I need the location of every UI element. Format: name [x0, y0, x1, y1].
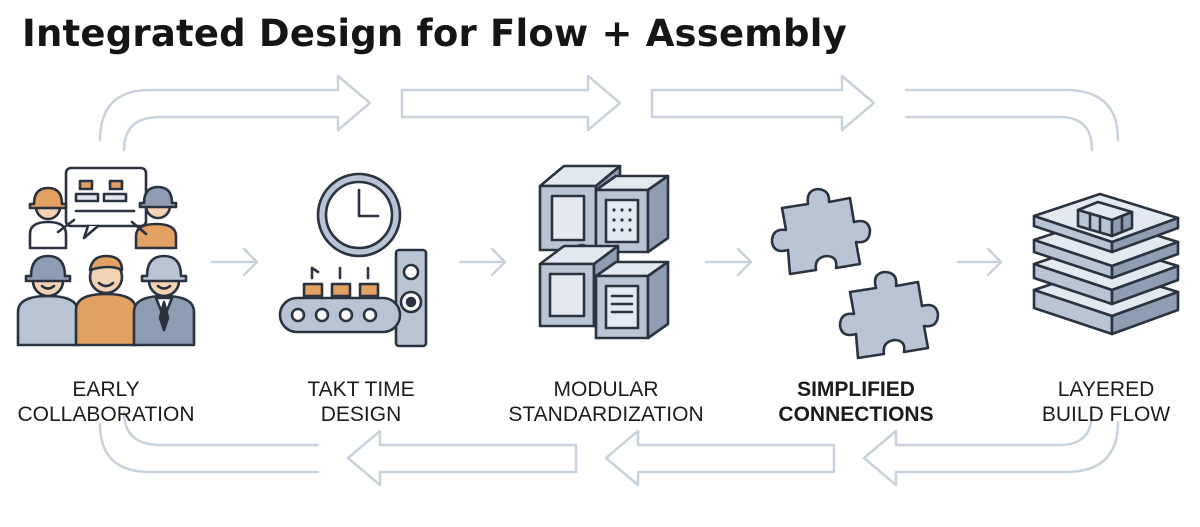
- step-label-early-collaboration: EARLY COLLABORATION: [18, 377, 195, 427]
- step-label-line2: COLLABORATION: [17, 403, 195, 426]
- page-title: Integrated Design for Flow + Assembly: [22, 12, 847, 55]
- step-label-line2: STANDARDIZATION: [508, 403, 704, 426]
- bottom-flow-arrows: [98, 410, 1120, 487]
- clock-conveyor-icon: [278, 172, 428, 348]
- step-label-line1: TAKT TIME: [307, 378, 415, 401]
- step-label-modular-standardization: MODULAR STANDARDIZATION: [508, 377, 703, 427]
- puzzle-pieces-icon: [770, 187, 940, 360]
- step-label-line2: DESIGN: [320, 403, 402, 426]
- step-label-line2: CONNECTIONS: [778, 403, 934, 426]
- step-label-line2: BUILD FLOW: [1041, 403, 1171, 426]
- team-collaboration-icon: [16, 166, 196, 347]
- top-flow-arrows: [98, 74, 1120, 152]
- layered-slabs-icon: [1032, 192, 1180, 336]
- step-label-line1: SIMPLIFIED: [797, 378, 915, 401]
- step-label-simplified-connections: SIMPLIFIED CONNECTIONS: [778, 377, 933, 427]
- step-label-line1: EARLY: [72, 378, 140, 401]
- step-label-line1: MODULAR: [553, 378, 659, 401]
- step-label-takt-time-design: TAKT TIME DESIGN: [307, 377, 414, 427]
- step-label-layered-build-flow: LAYERED BUILD FLOW: [1042, 377, 1170, 427]
- step-label-line1: LAYERED: [1057, 378, 1155, 401]
- modular-blocks-icon: [538, 164, 670, 340]
- connector-arrows: [210, 247, 1003, 277]
